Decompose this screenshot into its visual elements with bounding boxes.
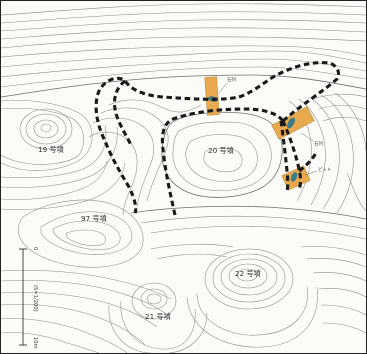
contour-lines-mound-19 [1,100,118,188]
scale-label-length: 10m [32,337,38,349]
label-mound-19: 19 号墳 [38,145,64,154]
contour-lines-mound-21 [108,282,208,353]
scale-bar: 0 (S=1/200) 10m [19,247,38,349]
label-mound-21: 21 号墳 [145,312,171,321]
label-mound-97: 97 号墳 [81,214,107,223]
map-labels: 19 号墳 20 号墳 97 号墳 22 号墳 21 号墳 石列 石列 ピット [38,76,331,321]
label-mound-20: 20 号墳 [208,146,234,155]
stone-row-south [290,172,298,182]
excavation-trenches [204,76,315,191]
label-stone-row-east: 石列 [314,140,323,147]
scale-label-ratio: (S=1/200) [32,285,38,312]
contour-lines-upper [1,3,366,122]
scale-label-zero: 0 [32,247,38,250]
contour-lines-mound-22 [186,246,366,348]
annotation-leaders [218,82,318,176]
contour-lines-mound-97 [1,160,144,268]
moat-outline [94,61,341,216]
trench-north [204,76,220,116]
stone-row-east [287,117,295,129]
label-mound-22: 22 号墳 [235,269,261,278]
contour-lines-east [288,92,366,214]
label-stone-row-north: 石列 [227,76,236,83]
contour-lines-lower [1,205,366,353]
label-pit: ピット [318,167,331,173]
